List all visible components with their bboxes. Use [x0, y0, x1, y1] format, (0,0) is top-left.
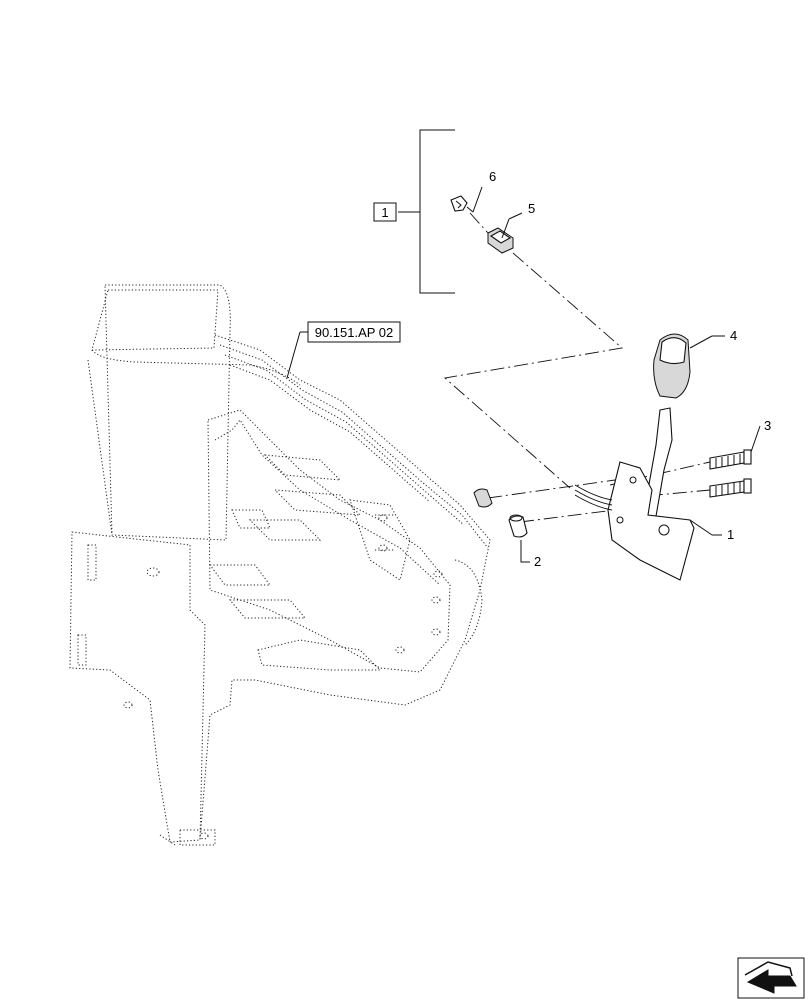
next-page-arrow-icon[interactable]	[737, 957, 805, 999]
part-3-bolts	[709, 425, 761, 498]
callout-4: 4	[730, 328, 737, 343]
part-6-screw	[450, 186, 483, 213]
reference-label: 90.151.AP 02	[315, 325, 394, 340]
kit-box-label: 1	[381, 205, 388, 220]
part-5-clip	[487, 212, 523, 254]
part-1-lever-assembly	[574, 407, 722, 581]
callout-5: 5	[528, 201, 535, 216]
part-2-spacers	[473, 488, 530, 563]
console-structure	[69, 284, 491, 846]
callout-6: 6	[489, 169, 496, 184]
part-4-knob	[653, 333, 725, 399]
callout-1: 1	[727, 527, 734, 542]
callout-3: 3	[764, 418, 771, 433]
kit-bracket: 1	[373, 129, 455, 294]
callout-2: 2	[534, 554, 541, 569]
reference-label-group	[286, 321, 401, 379]
